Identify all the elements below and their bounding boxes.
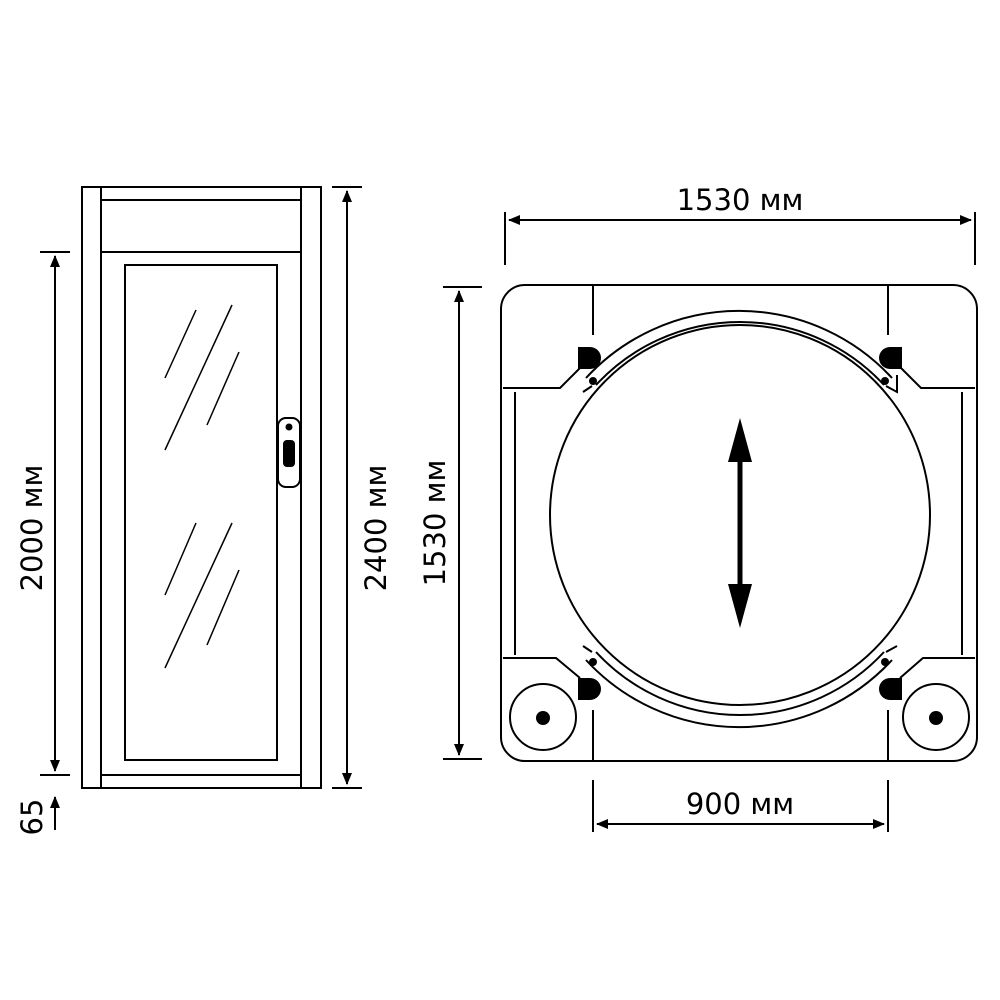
handle-knob: [285, 423, 293, 431]
roller-right: [902, 683, 970, 751]
sliding-door-bottom-inner: [595, 651, 885, 717]
rotation-arrow: [728, 418, 752, 628]
base-height-label: 65: [15, 799, 49, 836]
corner-wedge-top-left: [503, 361, 587, 389]
hinge-bottom-right: [879, 678, 902, 700]
front-view: [81, 186, 322, 789]
hinge-top-right: [879, 347, 902, 369]
bottom-width-label: 900 мм: [686, 787, 794, 821]
base-outline: [500, 284, 978, 762]
glass-reflection: [164, 304, 240, 669]
sliding-door-bottom-outer: [585, 659, 893, 729]
roller-left: [509, 683, 577, 751]
frame-outer: [81, 186, 322, 789]
total-height-label: 2400 мм: [359, 465, 393, 592]
sliding-door-top-inner: [595, 320, 885, 386]
top-view-fills: [536, 347, 943, 725]
corner-wedge-bottom-right: [899, 657, 975, 679]
door-glass-panel: [124, 264, 278, 761]
hinge-bottom-left: [578, 678, 601, 700]
door-height-label: 2000 мм: [15, 465, 49, 592]
hinge-top-left: [578, 347, 601, 369]
corner-wedge-bottom-left: [503, 657, 581, 679]
roller-left-pin: [536, 711, 550, 725]
roller-right-pin: [929, 711, 943, 725]
rotating-platform: [549, 324, 931, 706]
side-depth-label: 1530 мм: [418, 460, 452, 587]
top-dimensions: [443, 212, 976, 832]
door-handle: [277, 417, 301, 488]
top-width-label: 1530 мм: [677, 183, 804, 217]
handle-latch: [283, 440, 295, 467]
front-dimensions: [40, 186, 362, 830]
corner-wedge-top-right: [894, 361, 975, 389]
sliding-door-top-outer: [585, 309, 893, 379]
top-view: [500, 284, 978, 762]
